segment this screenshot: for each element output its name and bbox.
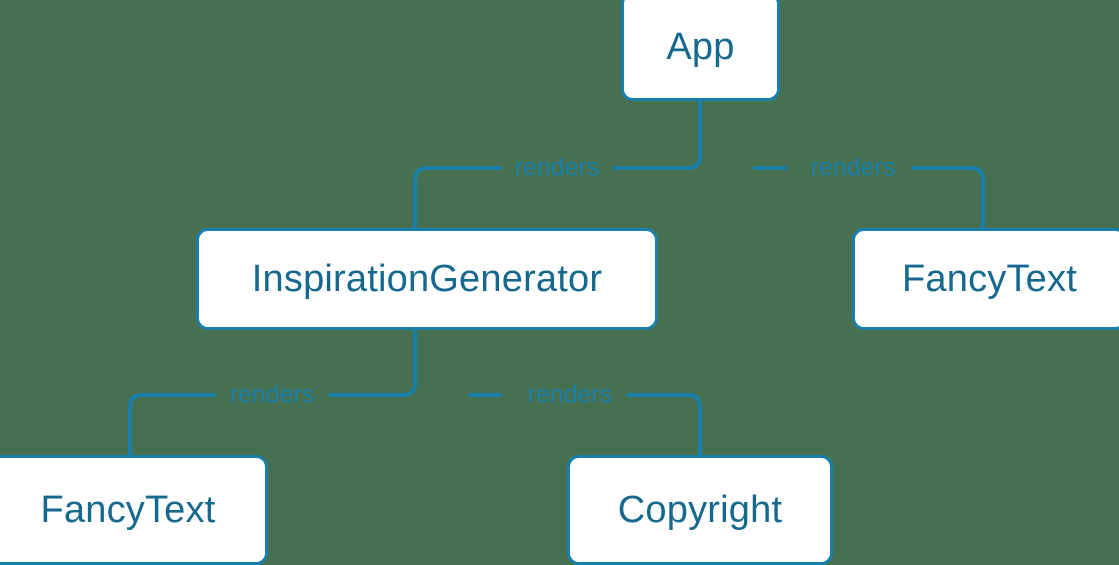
node-inspiration-generator[interactable]: InspirationGenerator: [196, 228, 658, 330]
edge-label-inspirationgenerator-to-copyright: renders: [527, 380, 613, 409]
edge-inspirationgenerator-to-fancytext-bottom: [128, 393, 216, 457]
edge-inspirationgenerator-stem: [328, 328, 417, 397]
node-fancytext-right-label: FancyText: [902, 258, 1077, 300]
node-copyright[interactable]: Copyright: [567, 455, 833, 565]
edge-app-to-inspirationgenerator: [413, 166, 502, 230]
edge-label-inspirationgenerator-to-fancytext-bottom: renders: [229, 380, 315, 409]
node-app-label: App: [666, 25, 735, 68]
node-inspiration-generator-label: InspirationGenerator: [251, 258, 603, 300]
node-fancytext-bottom-label: FancyText: [40, 489, 216, 531]
node-app[interactable]: App: [621, 0, 780, 101]
node-fancytext-bottom[interactable]: FancyText: [0, 455, 268, 565]
edge-app-stem: [612, 99, 702, 170]
node-fancytext-right[interactable]: FancyText: [852, 228, 1119, 330]
node-copyright-label: Copyright: [617, 489, 783, 531]
edge-inspirationgenerator-to-copyright: [468, 393, 702, 457]
edge-label-app-to-inspirationgenerator: renders: [514, 153, 600, 182]
edge-label-app-to-fancytext-right: renders: [810, 153, 896, 182]
edge-app-to-fancytext-right: [753, 166, 985, 230]
